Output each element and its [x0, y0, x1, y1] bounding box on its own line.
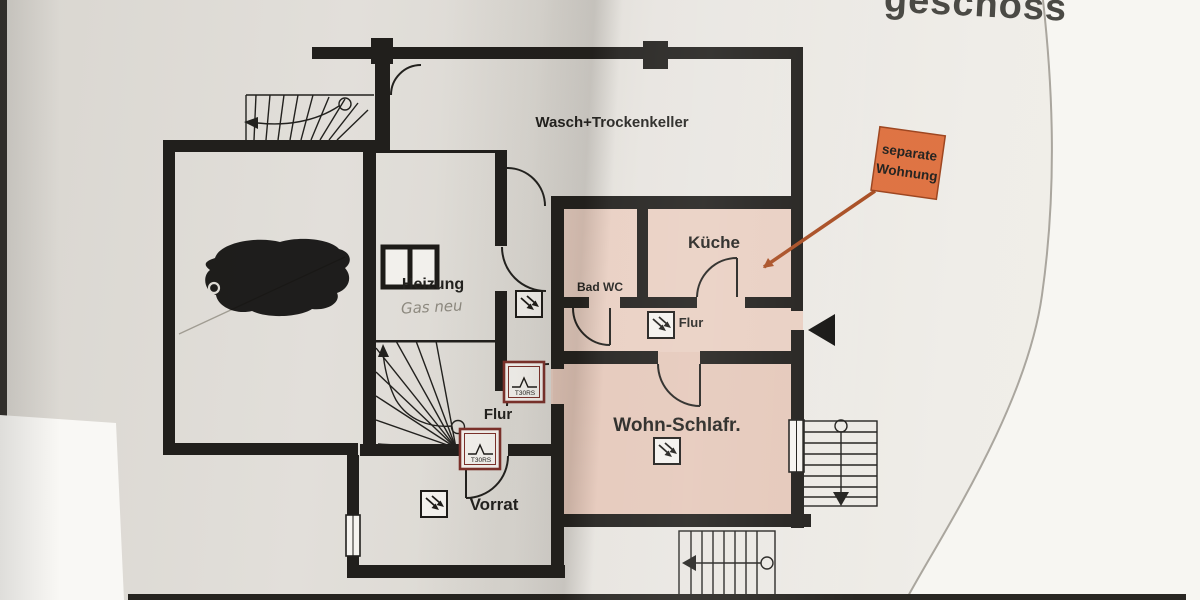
- photo-edge-left: [0, 0, 7, 600]
- room-label-heizung: Heizung: [402, 276, 464, 293]
- fire-door-icon: [502, 360, 546, 404]
- room-label-flur-basement: Flur: [484, 406, 512, 423]
- page-under-right: [906, 0, 1200, 600]
- page-edge: [905, 0, 1053, 600]
- staircase-exterior-bottom: [678, 530, 776, 596]
- fire-door-icon: [458, 427, 502, 471]
- staircase-top: [244, 94, 374, 141]
- vent-icon: [515, 290, 543, 318]
- vent-icon: [420, 490, 448, 518]
- chimney-symbol: [380, 244, 440, 290]
- redaction-blob: [205, 238, 350, 317]
- room-label-kueche: Küche: [688, 233, 740, 252]
- callout-pointer: [763, 258, 774, 268]
- handwritten-note: Gas neu: [400, 296, 462, 317]
- room-label-wohn-schlafr: Wohn-Schlafr.: [613, 415, 740, 436]
- window-symbol: [345, 419, 805, 557]
- vent-icon: [647, 311, 675, 339]
- room-label-flur-apartment: Flur: [679, 315, 704, 330]
- room-label-bad-wc: Bad WC: [577, 280, 623, 294]
- walls: [163, 38, 811, 578]
- staircase-exterior-right: [802, 419, 878, 507]
- entrance-arrow: [808, 314, 835, 346]
- callout-separate-wohnung: separate Wohnung: [763, 125, 947, 269]
- staircase-main: [375, 340, 466, 449]
- room-label-wasch: Wasch+Trockenkeller: [535, 114, 688, 131]
- vent-icon: [653, 437, 681, 465]
- photo-edge-bottom: [128, 594, 1186, 600]
- header-text-partial: geschoss: [883, 0, 1068, 30]
- room-label-vorrat: Vorrat: [470, 495, 519, 514]
- page-under-bottom-left: [0, 415, 124, 600]
